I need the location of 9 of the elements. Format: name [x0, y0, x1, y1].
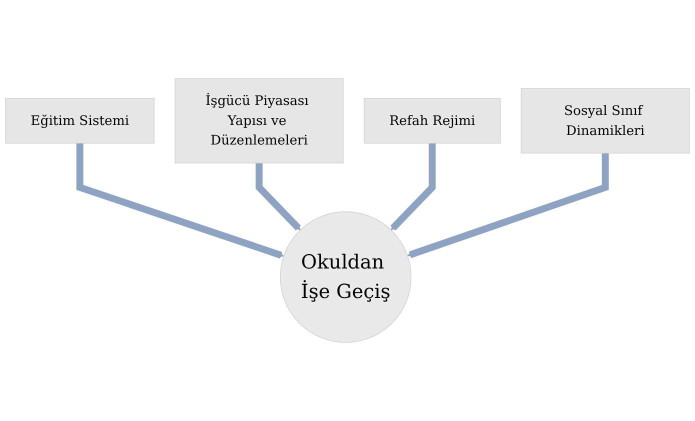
arrow: [390, 143, 436, 230]
node-box: Eğitim Sistemi: [5, 98, 154, 144]
arrow: [407, 153, 609, 258]
node-box: İşgücü Piyasası Yapısı ve Düzenlemeleri: [174, 78, 344, 164]
node-circle: Okuldan İşe Geçiş: [280, 211, 412, 343]
arrow: [256, 163, 301, 230]
arrow: [76, 143, 284, 259]
node-box: Sosyal Sınıf Dinamikleri: [520, 88, 690, 154]
node-box: Refah Rejimi: [364, 98, 501, 144]
